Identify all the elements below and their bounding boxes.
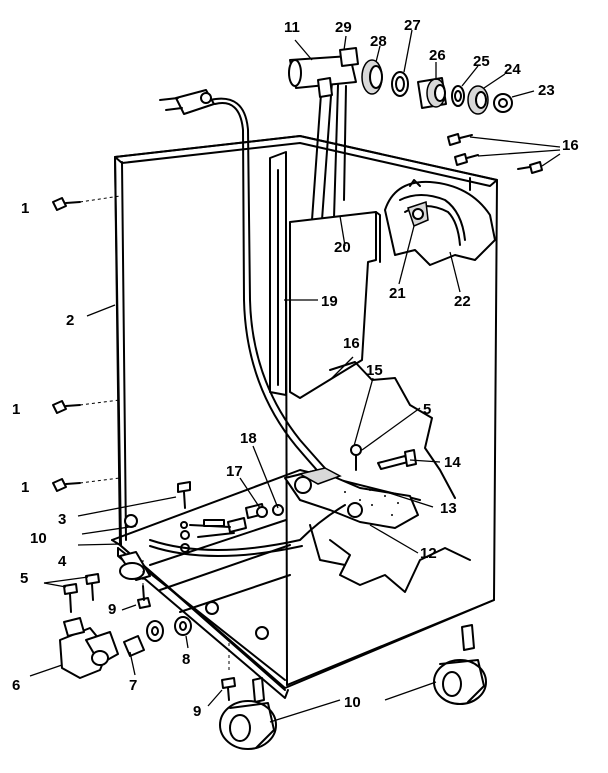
callout-18: 18 (240, 430, 257, 447)
base-components (149, 444, 419, 557)
callout-24: 24 (504, 61, 521, 78)
torn-edges (309, 361, 471, 593)
leader-lines (29, 29, 561, 723)
callout-9-upper: 9 (108, 601, 116, 618)
fill-tubes (311, 79, 347, 221)
callout-13: 13 (440, 500, 457, 517)
callout-28: 28 (370, 33, 387, 50)
callout-12: 12 (420, 545, 437, 562)
callout-14: 14 (444, 454, 461, 471)
callout-22: 22 (454, 293, 471, 310)
callout-4: 4 (58, 553, 67, 570)
callout-5-left: 5 (20, 570, 28, 587)
callout-19: 19 (321, 293, 338, 310)
callout-16-mid: 16 (343, 335, 360, 352)
callout-1-top: 1 (21, 200, 29, 217)
callout-20: 20 (334, 239, 351, 256)
top-screws (447, 133, 543, 174)
side-screws (52, 197, 81, 492)
callout-16-top: 16 (562, 137, 579, 154)
callout-11: 11 (284, 19, 300, 36)
callout-1-low: 1 (21, 479, 29, 496)
callout-27: 27 (404, 17, 421, 34)
callout-17: 17 (226, 463, 243, 480)
callout-7: 7 (129, 677, 137, 694)
callout-3: 3 (58, 511, 66, 528)
callout-10-left: 10 (30, 530, 47, 547)
callout-2: 2 (66, 312, 74, 329)
callout-15: 15 (366, 362, 383, 379)
callout-29: 29 (335, 19, 352, 36)
cabinet-frame (111, 135, 498, 699)
vent-assembly (384, 179, 496, 266)
callout-25: 25 (473, 53, 490, 70)
callout-21: 21 (389, 285, 406, 302)
valve-assembly (288, 47, 513, 115)
callout-9-lower: 9 (193, 703, 201, 720)
callout-26: 26 (429, 47, 446, 64)
callout-23: 23 (538, 82, 555, 99)
vent-tube (269, 151, 287, 396)
callout-1-mid: 1 (12, 401, 20, 418)
callout-10-bottom: 10 (344, 694, 361, 711)
callout-8: 8 (182, 651, 190, 668)
callout-labels: 11 29 28 27 26 25 24 23 16 1 20 21 22 19… (12, 17, 579, 720)
callout-5-right: 5 (423, 401, 431, 418)
base-screws (63, 481, 191, 613)
casters (219, 624, 487, 750)
callout-6: 6 (12, 677, 20, 694)
part-9-screws (137, 585, 236, 701)
front-panel-piece (289, 211, 381, 399)
inlet-valve (59, 616, 192, 679)
